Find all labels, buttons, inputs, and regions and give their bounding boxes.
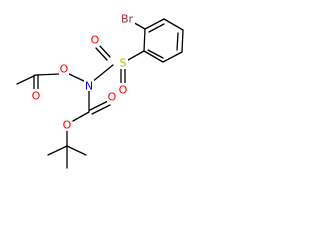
atom-boc-carbonyl-oxygen: O xyxy=(107,90,117,104)
bond-s-o-up-a xyxy=(95,47,108,61)
atom-boc-ester-oxygen: O xyxy=(62,118,72,132)
bond-boc-c-o xyxy=(72,111,90,122)
ring-bond-2 xyxy=(144,18,165,30)
ring-bond-1 xyxy=(143,28,146,52)
bond-tbu-methyl-left xyxy=(47,145,68,156)
ring-inner-2 xyxy=(176,32,179,51)
bond-boc-c-o-double-a xyxy=(89,100,109,111)
oxygen-label: O xyxy=(63,119,72,132)
oxygen-label: O xyxy=(60,63,69,76)
ring-inner-1 xyxy=(148,23,165,33)
atom-acetyl-ester-oxygen: O xyxy=(59,62,69,76)
ring-bond-5 xyxy=(162,51,183,63)
bonds xyxy=(16,18,184,169)
ring-bond-6 xyxy=(143,50,164,63)
bond-acetyl-c-o xyxy=(35,73,61,76)
bond-s-ring xyxy=(127,50,145,61)
atom-sulfonyl-oxygen-bottom: O xyxy=(118,83,128,97)
bond-s-o-up-b xyxy=(98,44,111,58)
atom-nitrogen: N xyxy=(84,79,94,93)
ring-inner-3 xyxy=(147,49,164,59)
bond-methyl-carbonyl xyxy=(16,74,37,85)
atom-acetyl-carbonyl-oxygen: O xyxy=(31,89,41,103)
ring-bond-4 xyxy=(181,29,184,53)
atom-bromine: Br xyxy=(119,12,135,26)
bond-tbu-methyl-right xyxy=(66,145,87,156)
atom-labels: O O N S O O Br O xyxy=(31,12,135,132)
bromine-label: Br xyxy=(121,13,134,26)
sulfur-label: S xyxy=(120,57,127,70)
bond-o-n xyxy=(66,72,87,83)
atom-sulfur: S xyxy=(118,56,128,70)
oxygen-label: O xyxy=(108,91,117,104)
atom-sulfonyl-oxygen-top: O xyxy=(90,33,100,47)
ring-bond-3 xyxy=(163,18,184,31)
bond-n-s xyxy=(91,64,114,83)
oxygen-label: O xyxy=(119,84,128,97)
oxygen-label: O xyxy=(32,90,41,103)
nitrogen-label: N xyxy=(85,80,93,93)
bond-boc-c-o-double-b xyxy=(91,104,111,115)
molecule-structure: O O N S O O Br O xyxy=(16,12,184,169)
oxygen-label: O xyxy=(91,34,100,47)
